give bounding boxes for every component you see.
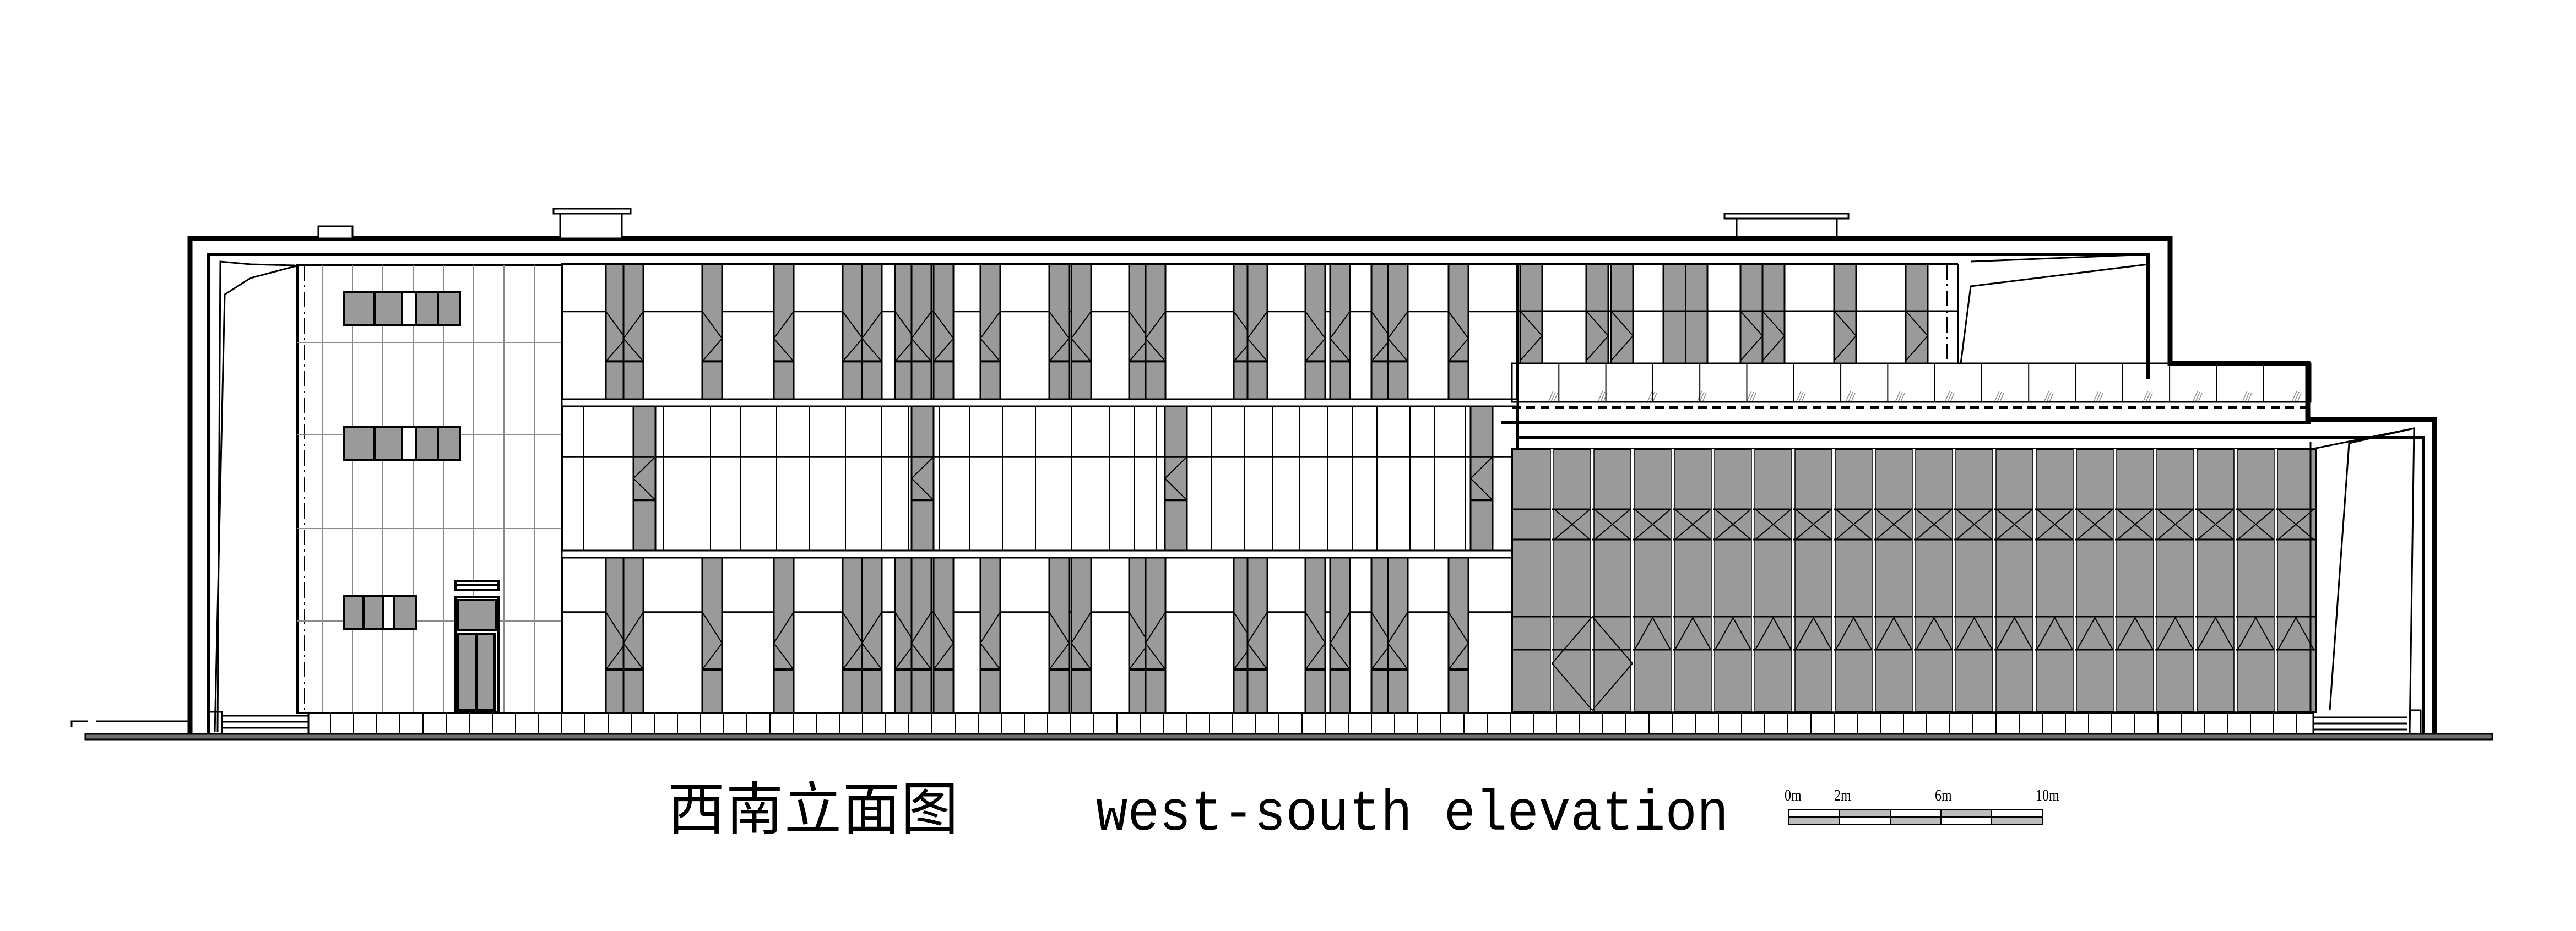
curtain-wall-block <box>1511 448 2317 713</box>
scale-label: 6m <box>1935 786 1952 804</box>
drawing-title-english: west-south elevation <box>1096 782 1729 847</box>
terrace-glass-railing <box>1501 362 2312 424</box>
left-block-windows <box>343 291 461 630</box>
ground-line <box>84 733 2493 741</box>
plinth <box>307 712 2314 735</box>
scale-label: 10m <box>2036 786 2059 804</box>
left-block <box>296 264 563 714</box>
right-folded-panel <box>2309 427 2422 735</box>
drawing-title-chinese: 西南立面图 <box>668 776 960 843</box>
middle-block <box>561 263 1958 714</box>
entrance-door <box>454 580 500 713</box>
left-folded-panel <box>70 260 308 735</box>
scale-bar <box>1788 809 2043 825</box>
upper-right-folded-panel <box>1957 253 2149 364</box>
scale-label: 0m <box>1785 786 1802 804</box>
roof-equipment <box>317 208 1850 239</box>
scale-label: 2m <box>1834 786 1851 804</box>
